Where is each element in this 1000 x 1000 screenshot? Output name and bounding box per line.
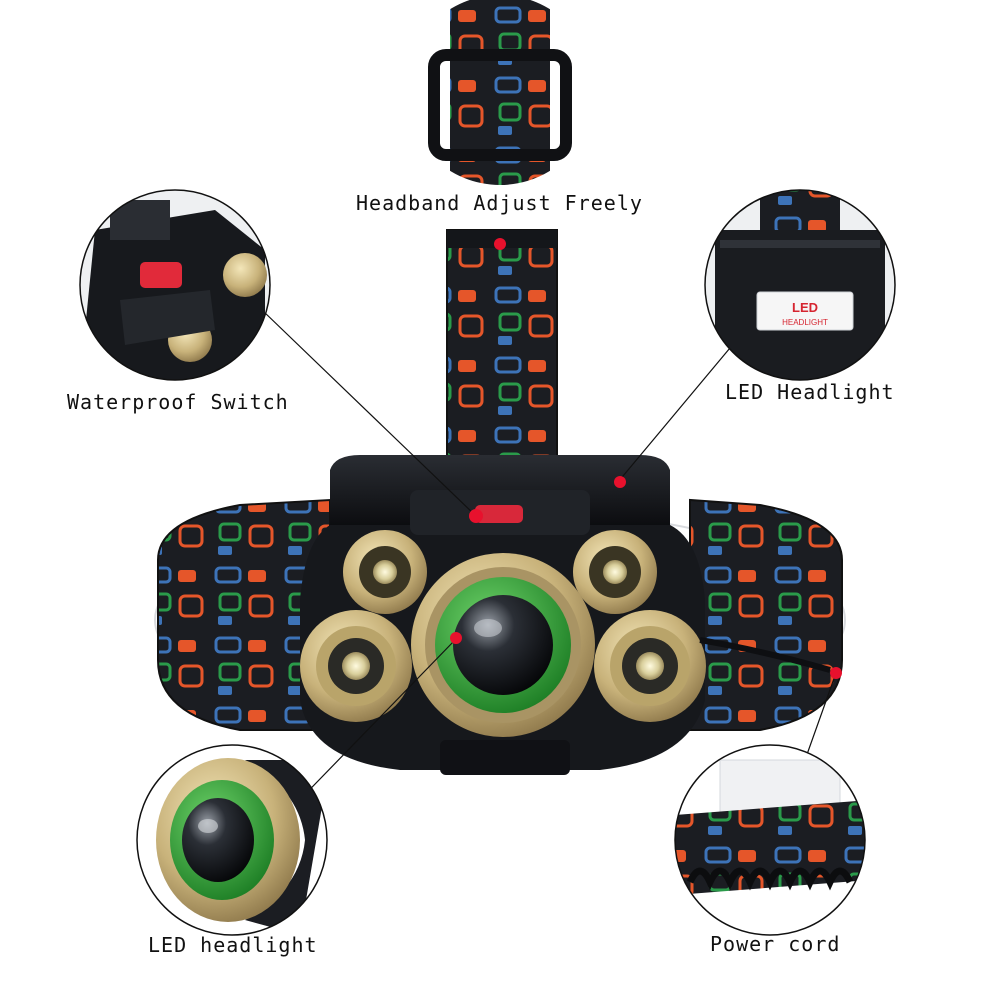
zoom-lens-detail <box>136 744 328 936</box>
label-power-cord: Power cord <box>710 932 841 956</box>
switch-detail <box>79 189 271 381</box>
callout-lines <box>261 309 837 816</box>
badge-line2: HEADLIGHT <box>782 318 828 327</box>
coiled-cord-detail <box>674 744 866 936</box>
badge-line1: LED <box>792 300 818 315</box>
headlamp-main <box>154 229 846 775</box>
led-label-detail: LED HEADLIGHT <box>704 189 896 381</box>
label-led-headlight-bottom: LED headlight <box>148 933 318 957</box>
strap-buckle-detail <box>405 0 595 185</box>
label-led-headlight-top: LED Headlight <box>725 380 895 404</box>
callout-markers <box>450 238 842 679</box>
label-waterproof-switch: Waterproof Switch <box>67 390 289 414</box>
label-headband-adjust: Headband Adjust Freely <box>356 191 643 215</box>
